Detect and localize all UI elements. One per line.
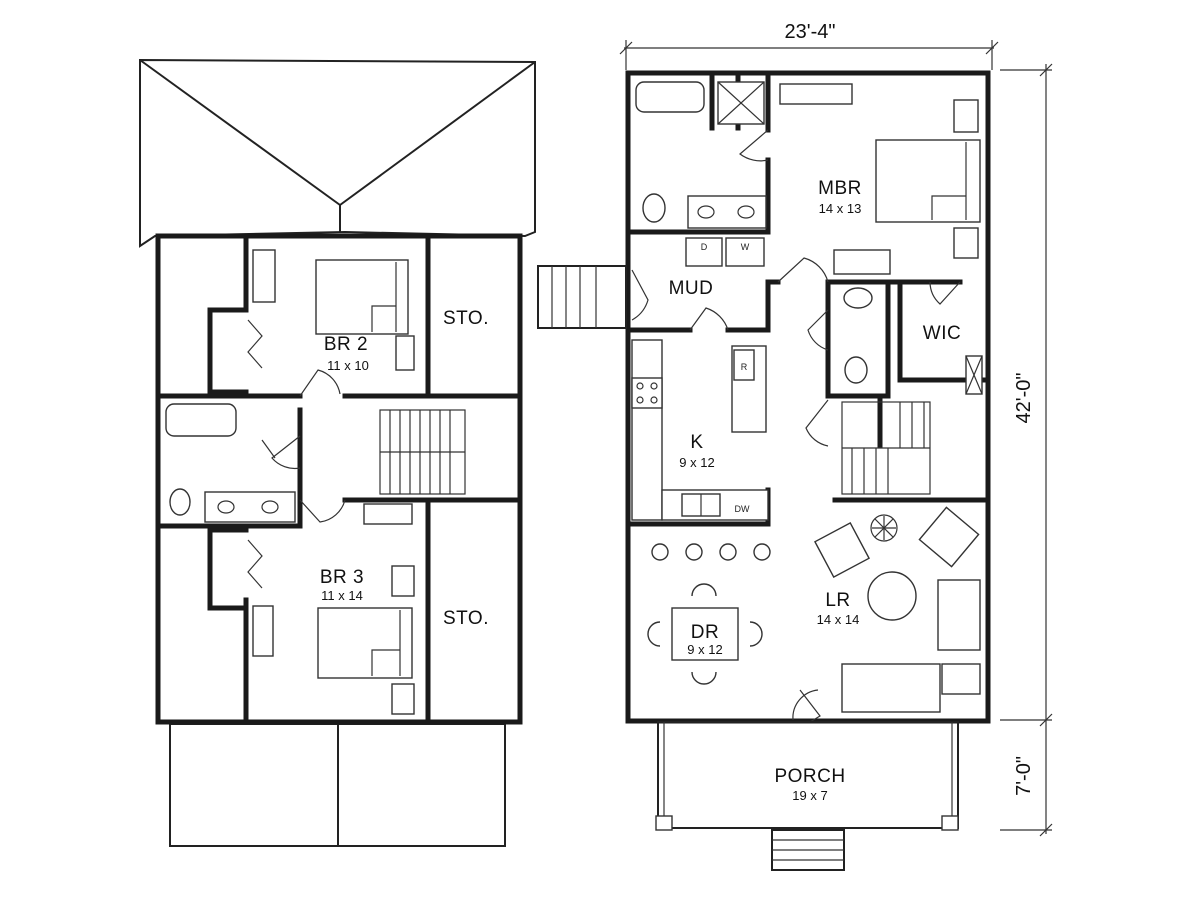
- front-door: [799, 689, 821, 723]
- sofa-bottom: [841, 663, 941, 713]
- lr-label: LR: [825, 590, 850, 611]
- upper-roof: [139, 58, 536, 248]
- porch-label: PORCH: [774, 766, 845, 787]
- upper-porch-roof: [169, 723, 506, 847]
- wic-label: WIC: [923, 323, 961, 344]
- br3-label: BR 3: [320, 567, 364, 588]
- main-stairs: [841, 401, 931, 495]
- svg-text:D: D: [701, 242, 708, 252]
- porch: [655, 721, 959, 871]
- sofa-right: [937, 579, 981, 651]
- upper-bathroom: [165, 403, 296, 523]
- toilet: [169, 488, 191, 516]
- living-furniture: [814, 506, 981, 713]
- width-dimension: 23'-4": [785, 21, 836, 43]
- washer: [725, 237, 765, 267]
- svg-text:R: R: [741, 362, 748, 372]
- svg-text:DW: DW: [735, 504, 750, 514]
- upper-interior-walls: [155, 237, 523, 723]
- depth-dimension: 42'-0": [1013, 373, 1035, 424]
- br2-bed: [315, 259, 409, 335]
- master-tub: [635, 81, 705, 113]
- armchair-left: [814, 522, 870, 578]
- kitchen-label: K: [690, 432, 703, 453]
- br3-size: 11 x 14: [321, 588, 363, 603]
- br3-bed: [317, 607, 413, 679]
- porch-depth-dimension: 7'-0": [1013, 756, 1035, 796]
- wic-fixtures: [965, 355, 983, 395]
- dr-label: DR: [691, 622, 719, 643]
- br2-closet-door: [247, 319, 263, 369]
- vanity: [204, 491, 296, 523]
- dimension-lines: 23'-4" 42'-0" 7'-0": [619, 21, 1053, 837]
- upper-exterior-wall: [155, 233, 523, 725]
- kitchen-size: 9 x 12: [679, 455, 714, 470]
- dining-furniture: [647, 583, 763, 685]
- dryer: [685, 237, 723, 267]
- main-doors: [631, 129, 961, 723]
- coffee-table: [867, 571, 917, 621]
- mbr-bed: [875, 139, 981, 223]
- dr-size: 9 x 12: [687, 642, 722, 657]
- upper-stairs: [379, 409, 466, 495]
- kitchen-counter-left: [631, 339, 663, 521]
- svg-text:W: W: [741, 242, 750, 252]
- storage-upper-label: STO.: [443, 308, 489, 329]
- mud-steps: [537, 265, 627, 329]
- master-toilet: [642, 193, 666, 223]
- br3-furniture: [252, 503, 415, 715]
- mud-appliances: D W: [685, 237, 765, 267]
- upper-hall-doors: [261, 369, 346, 523]
- bathtub: [165, 403, 237, 437]
- master-bath-fixtures: [635, 81, 767, 229]
- mud-label: MUD: [669, 278, 714, 299]
- kitchen-fixtures: R DW: [631, 339, 771, 561]
- half-bath-fixtures: [843, 287, 873, 384]
- br2-label: BR 2: [324, 334, 368, 355]
- dining-table: [671, 607, 739, 661]
- upper-floor-plan: BR 2 11 x 10 BR 3 11 x 14 STO. STO.: [139, 58, 536, 847]
- main-floor-plan: D W: [537, 70, 991, 871]
- lr-size: 14 x 14: [817, 612, 860, 627]
- armchair-right: [918, 506, 980, 568]
- storage-lower-label: STO.: [443, 608, 489, 629]
- mbr-size: 14 x 13: [819, 201, 862, 216]
- master-vanity: [687, 195, 767, 229]
- plant-icon: [870, 514, 898, 542]
- br3-closet-door: [247, 539, 263, 589]
- mbr-label: MBR: [818, 178, 862, 199]
- br2-furniture: [252, 249, 415, 371]
- mbr-furniture: [779, 83, 981, 275]
- br2-size: 11 x 10: [327, 358, 369, 373]
- porch-size: 19 x 7: [792, 788, 827, 803]
- refrigerator: [733, 349, 755, 381]
